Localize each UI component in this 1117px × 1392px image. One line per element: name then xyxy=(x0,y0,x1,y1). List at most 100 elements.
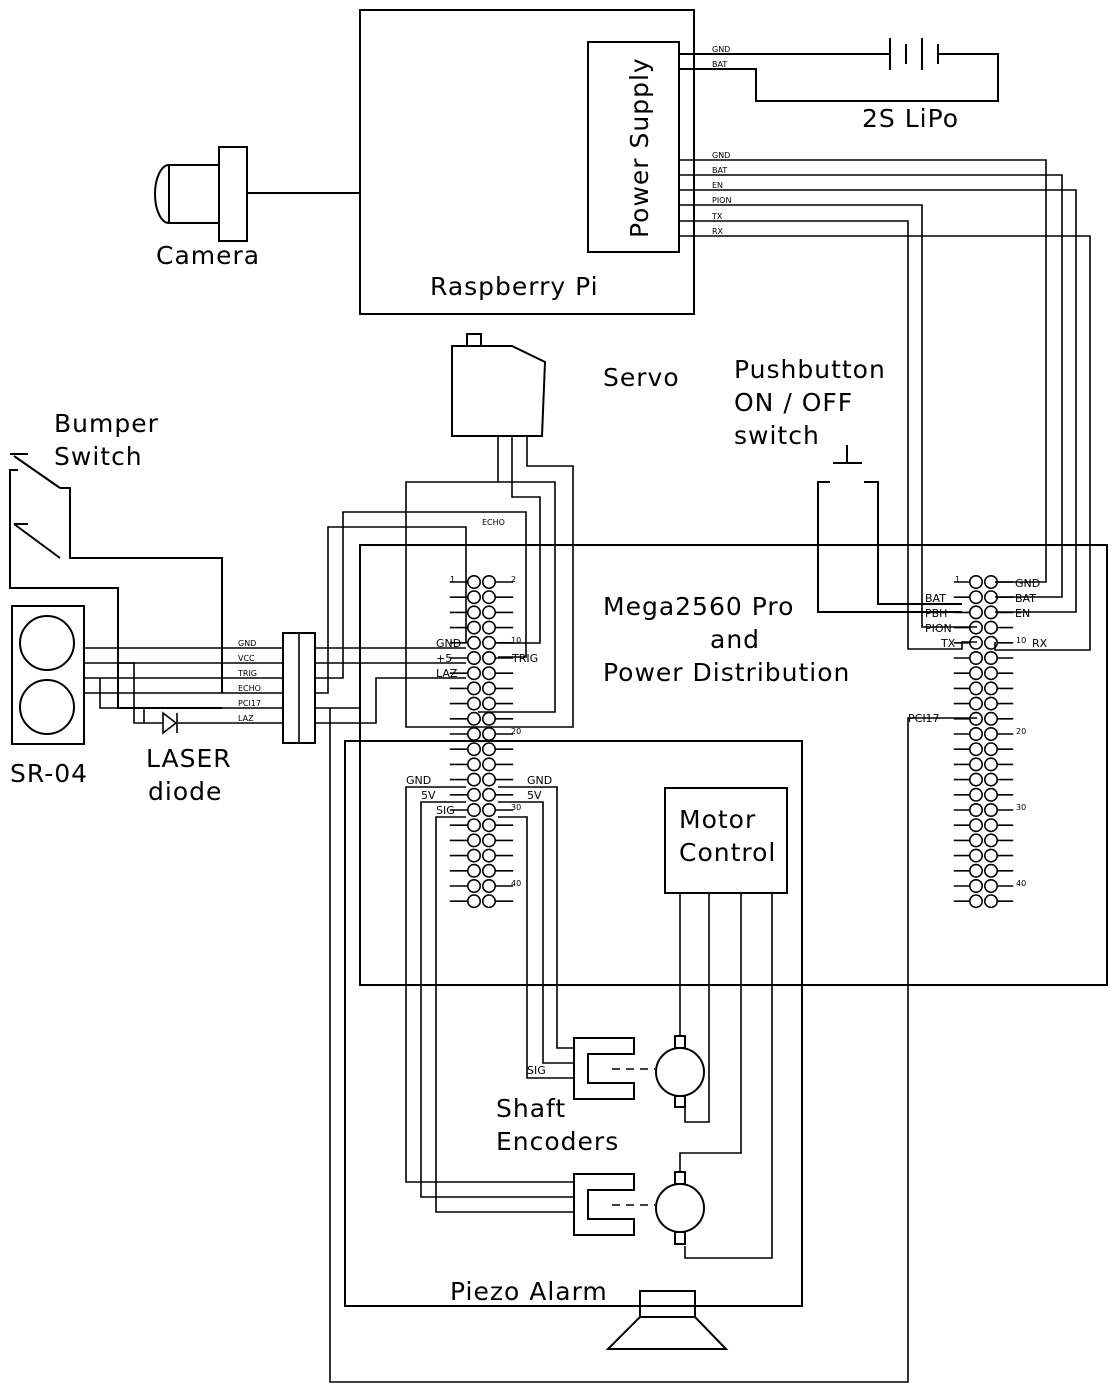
laser-diode-icon xyxy=(162,711,178,735)
ps-pin-label: PION xyxy=(712,196,731,205)
encoder-pin-label: 5V xyxy=(527,789,542,802)
encoders-label: Encoders xyxy=(496,1127,619,1156)
header-pin xyxy=(466,894,481,909)
header-pin xyxy=(481,757,496,772)
header-pin-label: TRIG xyxy=(511,652,538,665)
header-pin xyxy=(968,757,983,772)
header-pin xyxy=(968,787,983,802)
header-pin xyxy=(466,696,481,711)
header-pin xyxy=(968,894,983,909)
header-pin xyxy=(983,620,998,635)
header-pin xyxy=(983,726,998,741)
header-pin xyxy=(481,711,496,726)
header-number: 40 xyxy=(1016,879,1026,888)
header-pin xyxy=(983,650,998,665)
header-number: 2 xyxy=(511,575,516,584)
header-number: 40 xyxy=(511,879,521,888)
header-pin xyxy=(481,802,496,817)
header-pin xyxy=(968,696,983,711)
connector-pin-label: GND xyxy=(238,639,256,648)
header-pin xyxy=(968,742,983,757)
header-pin-label: PION xyxy=(925,622,952,635)
header-pin xyxy=(466,787,481,802)
shaft-encoder-icon xyxy=(573,1173,655,1236)
pushbutton-label: ON / OFF xyxy=(734,388,853,417)
header-pin xyxy=(466,802,481,817)
sonar-wires xyxy=(84,647,283,724)
header-pin xyxy=(968,848,983,863)
header-pin xyxy=(481,635,496,650)
header-pin-label: ECHO xyxy=(482,518,505,527)
header-pin xyxy=(466,711,481,726)
header-pin xyxy=(466,574,481,589)
header-pin xyxy=(983,802,998,817)
header-pin xyxy=(466,757,481,772)
header-pin xyxy=(481,574,496,589)
laser-label: LASER xyxy=(146,744,232,773)
header-pin-label: +5 xyxy=(436,652,452,665)
header-pin xyxy=(968,878,983,893)
ps-pin-label: GND xyxy=(712,151,730,160)
sonar-sensor-icon xyxy=(11,605,85,745)
header-pin xyxy=(466,863,481,878)
header-pin xyxy=(968,590,983,605)
header-pin xyxy=(968,681,983,696)
header-pin xyxy=(466,620,481,635)
piezo-frame xyxy=(344,740,803,1307)
connector-pin-label: LAZ xyxy=(238,714,254,723)
header-pin-label: PBH xyxy=(925,607,947,620)
header-pin xyxy=(466,878,481,893)
encoder-pin-label: GND xyxy=(527,774,552,787)
pushbutton-icon xyxy=(817,445,962,613)
header-pin xyxy=(481,863,496,878)
header-pin xyxy=(968,818,983,833)
header-pin xyxy=(466,635,481,650)
header-pin xyxy=(481,666,496,681)
servo-label: Servo xyxy=(603,363,680,392)
bumper-label: Bumper xyxy=(54,409,159,438)
motor-control-label: Control xyxy=(679,838,776,867)
header-pin xyxy=(466,681,481,696)
piezo-speaker-icon xyxy=(605,1290,729,1350)
header-pin xyxy=(466,590,481,605)
mega-label: and xyxy=(710,625,760,654)
raspberry-pi-board xyxy=(359,9,695,315)
header-pin xyxy=(481,650,496,665)
laser-label: diode xyxy=(148,777,222,806)
header-number: 10 xyxy=(511,636,521,645)
encoder-pin-label: GND xyxy=(406,774,431,787)
servo-icon xyxy=(405,333,574,728)
header-pin xyxy=(968,666,983,681)
header-pin xyxy=(466,742,481,757)
header-pin xyxy=(481,833,496,848)
header-pin xyxy=(983,848,998,863)
ps-pin-label: RX xyxy=(712,227,724,236)
ps-pin-label: BAT xyxy=(712,60,727,69)
connector-pin-label: ECHO xyxy=(238,684,261,693)
header-pin-label: GND xyxy=(436,637,461,650)
header-pin xyxy=(983,742,998,757)
header-pin xyxy=(481,818,496,833)
encoder-pin-label: SIG xyxy=(436,804,455,817)
header-pin xyxy=(983,757,998,772)
header-pin xyxy=(968,802,983,817)
header-pin xyxy=(968,863,983,878)
pushbutton-label: switch xyxy=(734,421,820,450)
right-pin-header xyxy=(953,574,1014,909)
header-pin xyxy=(983,787,998,802)
mega-board xyxy=(359,544,1108,986)
header-pin xyxy=(481,726,496,741)
header-pin xyxy=(466,772,481,787)
header-pin xyxy=(983,894,998,909)
header-pin xyxy=(481,620,496,635)
header-pin-label: BAT xyxy=(1015,592,1036,605)
header-pin-label: EN xyxy=(1015,607,1030,620)
header-pin xyxy=(481,787,496,802)
bumper-switch-icon xyxy=(9,453,223,709)
header-pin xyxy=(983,818,998,833)
header-pin xyxy=(983,878,998,893)
header-pin xyxy=(466,833,481,848)
sonar-label: SR-04 xyxy=(10,759,88,788)
header-number: 10 xyxy=(1016,636,1026,645)
